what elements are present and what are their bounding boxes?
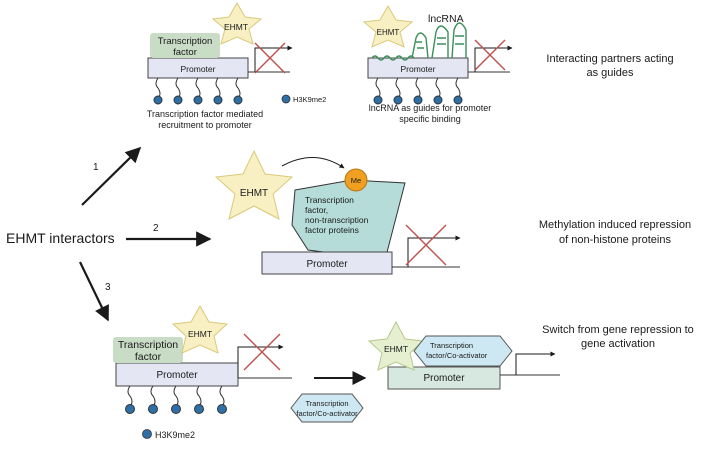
cross-icon	[243, 333, 281, 371]
arrow-icon	[79, 261, 109, 322]
ehmt-star-label: EHMT	[384, 344, 408, 354]
methyl-label: Me	[351, 176, 361, 185]
star-icon	[171, 304, 229, 354]
transcription-factor-box	[113, 337, 183, 363]
promoter-label: Promoter	[306, 259, 348, 270]
panel-2-heading-line1: Methylation induced repression	[539, 219, 691, 231]
transcription-factor-box	[150, 33, 220, 58]
panel-3-left: Promoter Transcription factor EHMT H3K9m…	[113, 304, 292, 440]
panel-1a-caption-line2: recruitment to promoter	[158, 120, 252, 130]
panel-1a-caption-line1: Transcription factor mediated	[147, 109, 263, 119]
cross-icon	[474, 39, 506, 71]
panel-3-right: Promoter EHMT Transcription factor/Co-ac…	[367, 320, 560, 390]
panel-2-heading-line2: of non-histone proteins	[559, 234, 671, 246]
coactivator-line1: Transcription	[430, 341, 473, 350]
arrow-icon	[81, 146, 142, 206]
hexagon-icon	[290, 393, 364, 423]
methyl-group-icon	[344, 168, 368, 192]
panel-1a: Promoter Transcription factor EHMT H3K9m…	[147, 1, 326, 130]
tf-label-line2: factor	[173, 47, 197, 58]
h3k9me2-legend-dot	[142, 429, 152, 439]
promoter-label: Promoter	[156, 370, 198, 381]
h3k9me2-legend-dot	[281, 94, 291, 104]
panel-1b: Promoter EHMT lncRNA lncRNA as guides fo…	[362, 4, 513, 124]
h3k9me2-legend-label: H3K9me2	[293, 95, 326, 104]
arrow-number-1: 1	[93, 162, 99, 173]
star-icon	[362, 4, 414, 48]
panel-3-heading-line2: gene activation	[581, 338, 655, 350]
coactivator-line2: factor/Co-activator	[426, 351, 488, 360]
panel-2: EHMT Me Transcription factor, non-transc…	[214, 149, 461, 275]
free-coactivator-line1: Transcription	[305, 399, 348, 408]
hexagon-icon	[413, 335, 513, 367]
free-coactivator-line2: factor/Co-activator	[296, 409, 358, 418]
panel-1b-caption-line2: specific binding	[399, 114, 461, 124]
target-label-line1: Transcription	[305, 195, 354, 205]
lncrna-label: lncRNA	[428, 13, 464, 25]
target-label-line4: factor proteins	[305, 225, 359, 235]
panel-3-heading-line1: Switch from gene repression to	[542, 324, 694, 336]
target-label-line2: factor,	[305, 205, 328, 215]
panel-1-heading-line1: Interacting partners acting	[546, 53, 673, 65]
promoter-label: Promoter	[181, 64, 216, 74]
star-icon	[367, 320, 425, 371]
h3k9me2-legend-label: H3K9me2	[155, 430, 195, 440]
promoter-label: Promoter	[401, 64, 436, 74]
ehmt-star-label: EHMT	[240, 188, 268, 199]
panel-1-heading-line2: as guides	[586, 67, 634, 79]
arrow-number-2: 2	[153, 223, 159, 234]
promoter-box	[261, 251, 393, 275]
ehmt-star-label: EHMT	[188, 329, 212, 339]
arrow-number-3: 3	[105, 282, 111, 293]
ehmt-interactors-label: EHMT interactors	[6, 230, 115, 246]
promoter-label: Promoter	[423, 373, 465, 384]
lncrna-icon	[371, 22, 467, 61]
promoter-box	[387, 366, 501, 390]
ehmt-star-label: EHMT	[377, 28, 400, 37]
target-label-line3: non-transcription	[305, 215, 369, 225]
tf-label-line1: Transcription	[118, 339, 178, 351]
ehmt-star-label: EHMT	[224, 22, 248, 32]
cross-icon	[254, 42, 286, 74]
tf-label-line2: factor	[135, 351, 162, 363]
tf-label-line1: Transcription	[158, 36, 213, 47]
panel-1b-caption-line1: lncRNA as guides for promoter	[369, 103, 492, 113]
star-icon	[214, 149, 294, 220]
star-icon	[211, 1, 263, 45]
cross-icon	[405, 224, 447, 266]
